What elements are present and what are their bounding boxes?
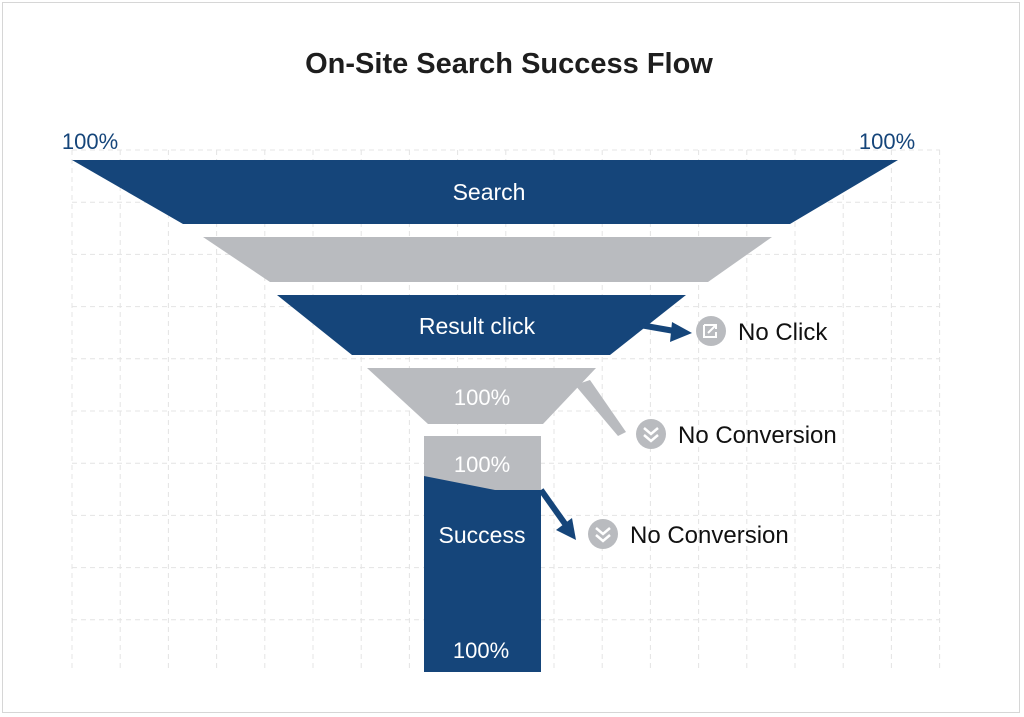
dropoff-label: No Click [738,319,828,346]
top-right-label: 100% [859,129,915,154]
funnel-stage-4 [367,368,596,424]
stage-label-search: Search [453,179,526,205]
arrow-no-conversion-1 [575,380,626,436]
dropoff-no-click: No Click [696,316,828,346]
stage-label-success: Success [439,522,526,548]
dropoff-no-conversion-1: No Conversion [636,419,837,449]
funnel-stage-search [72,160,898,224]
arrow-head-no-conversion-2 [556,518,576,540]
stage-label-5: 100% [454,452,510,477]
dropoff-label: No Conversion [630,522,789,549]
dropoff-label: No Conversion [678,422,837,449]
stage-label-result-click: Result click [419,313,536,339]
arrow-no-conversion-2 [538,488,571,530]
arrow-head-no-click [670,322,692,342]
stage-label-4: 100% [454,385,510,410]
chart-title: On-Site Search Success Flow [305,48,713,80]
stage-value-success: 100% [453,638,509,663]
top-left-label: 100% [62,129,118,154]
funnel-stage-result-click [277,295,686,355]
funnel-stage-2 [203,237,772,282]
dropoff-no-conversion-2: No Conversion [588,519,789,549]
funnel-stage-success [424,476,541,672]
